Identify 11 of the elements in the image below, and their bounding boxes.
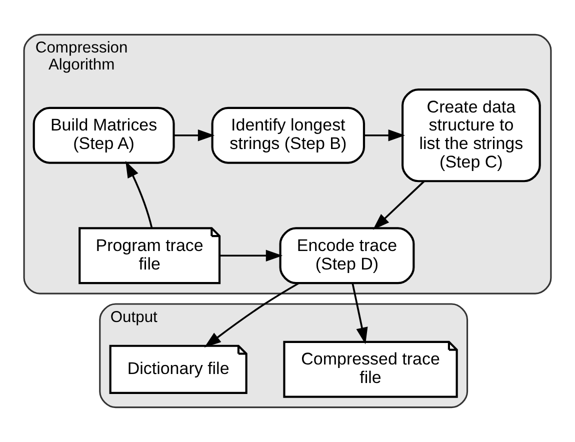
arrow [174,130,215,142]
arrow [204,282,300,348]
arrow [364,130,406,142]
arrow [126,160,153,228]
arrow [352,283,368,344]
arrow [372,180,425,230]
node-box: Encode trace (Step D) [279,227,415,284]
node-box: Identify longest strings (Step B) [211,106,366,164]
node-box: Build Matrices (Step A) [32,106,175,164]
node-box: Create data structure to list the strings (Step C) [402,88,541,182]
arrow [220,250,283,262]
